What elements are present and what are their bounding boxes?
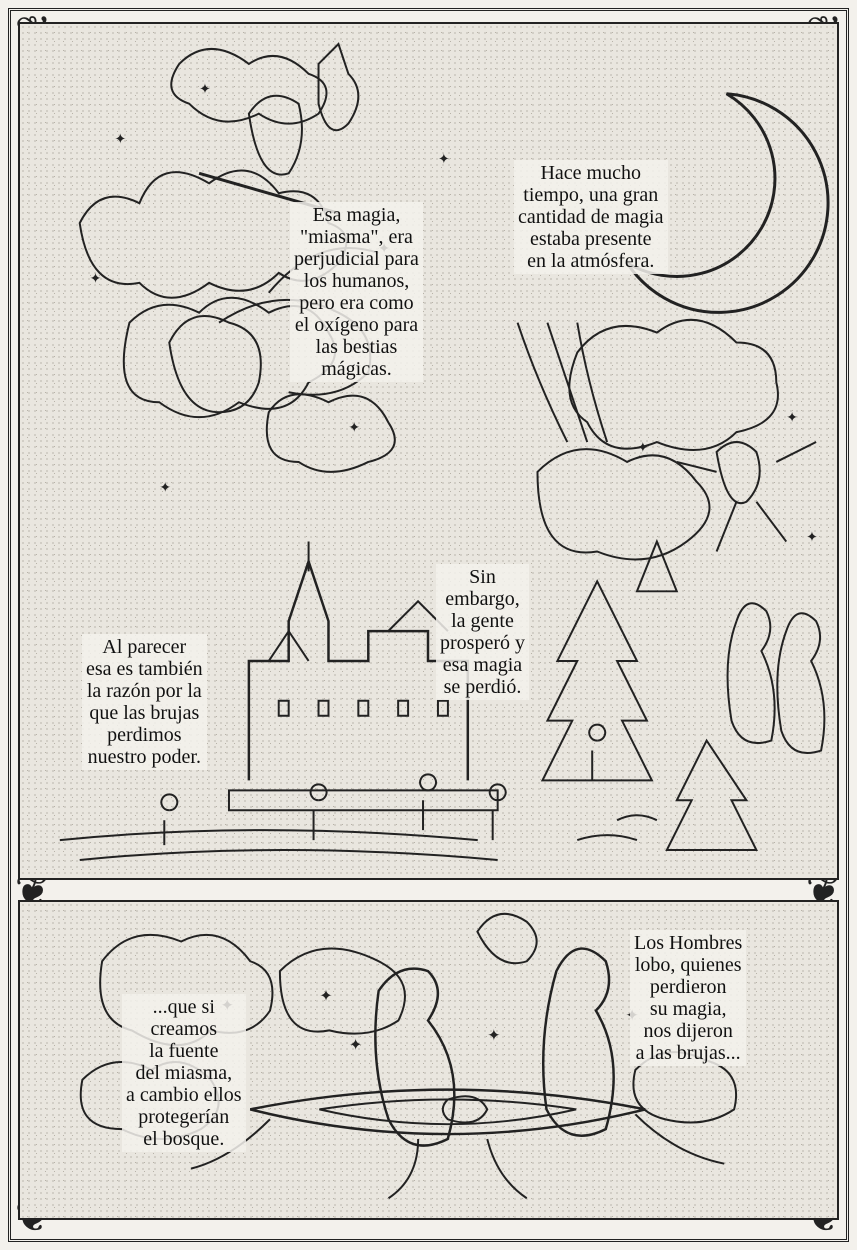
top-panel-illustration: ✦ ✦ ✦ ✦ ✦ ✦ ✦ ✦ ✦ ✦ bbox=[59, 42, 830, 861]
star-icon: ✦ bbox=[806, 530, 818, 546]
star-icon: ✦ bbox=[159, 480, 171, 496]
top-panel: ✦ ✦ ✦ ✦ ✦ ✦ ✦ ✦ ✦ ✦ Hace mucho tiempo, u… bbox=[18, 22, 839, 880]
star-icon: ✦ bbox=[319, 986, 332, 1005]
star-icon: ✦ bbox=[438, 151, 450, 167]
narration-bubble-miasma: Esa magia, "miasma", era perjudicial par… bbox=[290, 202, 423, 382]
star-icon: ✦ bbox=[786, 410, 798, 426]
narration-bubble-prosper: Sin embargo, la gente prosperó y esa mag… bbox=[436, 564, 529, 700]
star-icon: ✦ bbox=[487, 1025, 500, 1044]
star-icon: ✦ bbox=[348, 420, 360, 436]
star-icon: ✦ bbox=[90, 271, 102, 287]
star-icon: ✦ bbox=[199, 82, 211, 98]
narration-bubble-atmosphere: Hace mucho tiempo, una gran cantidad de … bbox=[514, 160, 668, 274]
star-icon: ✦ bbox=[637, 440, 649, 456]
narration-bubble-werewolves: Los Hombres lobo, quienes perdieron su m… bbox=[630, 930, 747, 1066]
narration-bubble-forest: ...que si creamos la fuente del miasma, … bbox=[122, 994, 246, 1152]
page-border bbox=[8, 8, 849, 1242]
bottom-panel: ✦ ✦ ✦ ✦ ✦ Los Hombres lobo, quienes perd… bbox=[18, 900, 839, 1220]
narration-bubble-witches: Al parecer esa es también la razón por l… bbox=[82, 634, 207, 770]
star-icon: ✦ bbox=[349, 1035, 362, 1054]
star-icon: ✦ bbox=[115, 132, 127, 148]
